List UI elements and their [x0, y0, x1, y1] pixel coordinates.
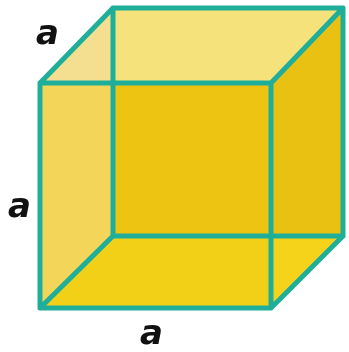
cube-right-face [271, 8, 343, 308]
edge-depth-top-right [268, 5, 346, 86]
cube-visible-edges [37, 5, 346, 311]
label-top-edge: a [36, 13, 59, 53]
label-left-edge: a [8, 186, 31, 226]
label-bottom-edge: a [140, 313, 163, 352]
edge-depth-bottom-left [37, 233, 116, 311]
cube-bottom-face [40, 236, 343, 308]
edge-depth-bottom-right [268, 233, 346, 311]
cube-top-face [40, 8, 343, 83]
edge-depth-top-left [37, 5, 116, 86]
cube-hidden-edges [37, 5, 346, 311]
